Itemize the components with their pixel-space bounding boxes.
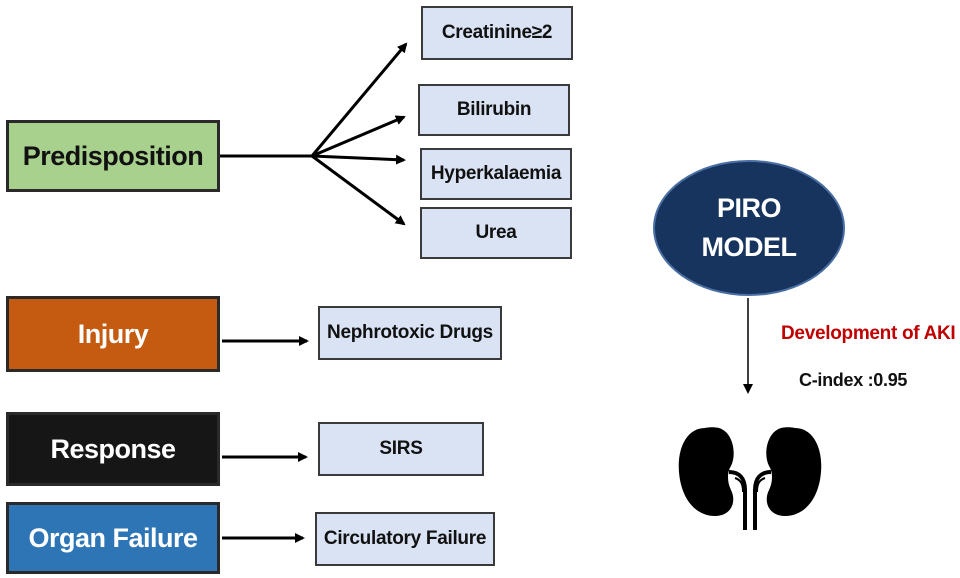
c-index-label: C-index :0.95 bbox=[799, 370, 908, 390]
response-label: Response bbox=[50, 433, 176, 464]
hyperkalaemia-label: Hyperkalaemia bbox=[430, 163, 562, 184]
creatinine-box: Creatinine≥2 bbox=[421, 6, 573, 60]
sirs-label: SIRS bbox=[379, 438, 423, 459]
injury-label: Injury bbox=[77, 318, 149, 349]
sirs-box: SIRS bbox=[318, 422, 484, 476]
organ-failure-label: Organ Failure bbox=[28, 522, 198, 553]
bilirubin-label: Bilirubin bbox=[456, 99, 532, 120]
predisposition-label: Predisposition bbox=[22, 140, 204, 171]
response-box: Response bbox=[6, 412, 220, 486]
arrow-to-hyperkalaemia bbox=[311, 154, 406, 165]
organ-failure-box: Organ Failure bbox=[6, 502, 220, 574]
urea-box: Urea bbox=[420, 207, 572, 259]
nephrotoxic-drugs-label: Nephrotoxic Drugs bbox=[327, 322, 493, 343]
kidney-icon bbox=[678, 427, 822, 530]
arrow-to-bilirubin bbox=[311, 115, 406, 158]
circulatory-failure-box: Circulatory Failure bbox=[315, 512, 495, 566]
arrow-to-urea bbox=[311, 154, 406, 226]
injury-box: Injury bbox=[6, 296, 220, 372]
piro-model-line2: MODEL bbox=[701, 232, 798, 262]
piro-model-line1: PIRO bbox=[716, 193, 782, 223]
hyperkalaemia-box: Hyperkalaemia bbox=[420, 148, 572, 200]
arrow-to-creatinine bbox=[310, 42, 408, 157]
circulatory-failure-label: Circulatory Failure bbox=[323, 528, 487, 549]
predisposition-box: Predisposition bbox=[6, 120, 220, 192]
creatinine-label: Creatinine≥2 bbox=[441, 22, 553, 43]
aki-outcome-label: Development of AKI bbox=[781, 323, 956, 344]
nephrotoxic-drugs-box: Nephrotoxic Drugs bbox=[318, 306, 502, 360]
bilirubin-box: Bilirubin bbox=[418, 84, 570, 136]
piro-model-ellipse: PIRO MODEL bbox=[653, 160, 845, 296]
urea-label: Urea bbox=[475, 222, 517, 243]
